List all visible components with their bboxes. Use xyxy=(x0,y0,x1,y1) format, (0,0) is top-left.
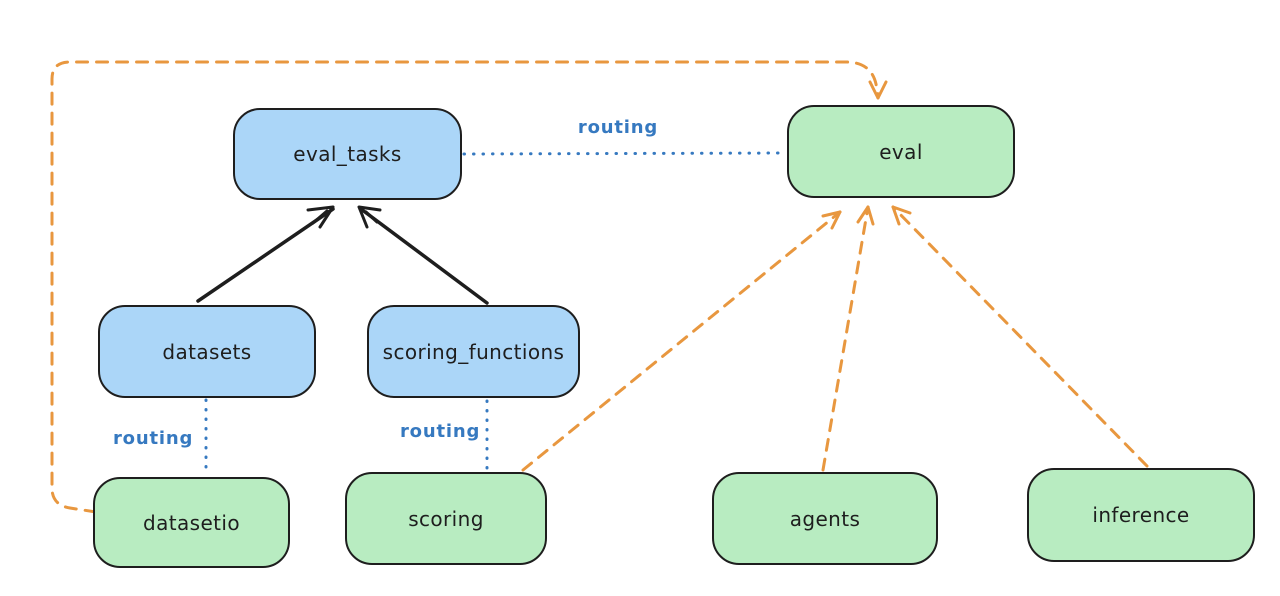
node-datasetio-label: datasetio xyxy=(142,510,240,535)
node-inference-label: inference xyxy=(1092,503,1190,527)
node-eval: eval xyxy=(787,105,1015,198)
edge-label-routing-datasets: routing xyxy=(113,428,194,449)
edge-datasetio-to-eval xyxy=(50,60,880,514)
edge-scoring-to-eval xyxy=(521,210,842,472)
edge-datasetio-to-eval-arrowhead xyxy=(868,80,888,100)
node-eval-label: eval xyxy=(879,139,923,164)
node-datasetio: datasetio xyxy=(93,477,290,568)
node-datasets: datasets xyxy=(98,305,316,398)
node-scoring-functions: scoring_functions xyxy=(367,305,580,398)
node-scoring-label: scoring xyxy=(408,506,484,531)
node-scoring-functions-label: scoring_functions xyxy=(382,339,565,364)
node-datasets-label: datasets xyxy=(162,339,252,364)
edge-inference-to-eval xyxy=(891,205,1149,468)
edge-agents-to-eval xyxy=(821,205,870,472)
edge-label-routing-top: routing xyxy=(577,117,659,138)
edge-datasets-to-eval-tasks-arrowhead xyxy=(306,205,335,229)
node-eval-tasks: eval_tasks xyxy=(233,108,462,200)
node-agents: agents xyxy=(712,472,938,565)
edge-scoring-to-eval-arrowhead xyxy=(821,210,842,230)
edge-datasets-to-eval-tasks xyxy=(196,207,335,303)
edge-agents-to-eval-arrowhead xyxy=(856,205,875,226)
edge-eval-tasks-to-eval xyxy=(462,151,785,156)
edge-inference-to-eval-arrowhead xyxy=(891,205,912,226)
edge-label-routing-scoring: routing xyxy=(400,421,481,442)
node-scoring: scoring xyxy=(345,472,547,565)
node-agents-label: agents xyxy=(789,506,861,531)
edge-scoring-functions-to-eval-tasks-arrowhead xyxy=(357,205,382,229)
edge-scoring-functions-to-eval-tasks xyxy=(359,207,489,305)
node-inference: inference xyxy=(1027,468,1255,562)
node-eval-tasks-label: eval_tasks xyxy=(293,142,402,166)
